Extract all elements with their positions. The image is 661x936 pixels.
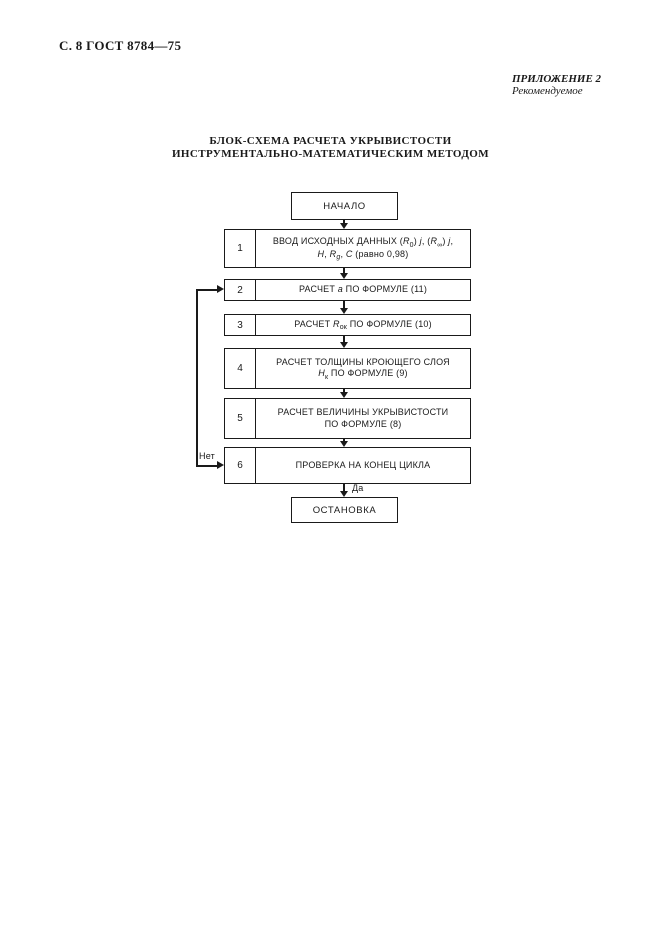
document-title: БЛОК-СХЕМА РАСЧЕТА УКРЫВИСТОСТИ ИНСТРУМЕ… <box>0 135 661 160</box>
arrow-down-icon <box>340 392 348 398</box>
connector-line <box>343 336 345 343</box>
document-title-line2: ИНСТРУМЕНТАЛЬНО-МАТЕМАТИЧЕСКИМ МЕТОДОМ <box>171 147 490 160</box>
arrow-down-icon <box>340 342 348 348</box>
connector-line <box>343 389 345 393</box>
connector-line <box>343 301 345 309</box>
flow-stop-label: ОСТАНОВКА <box>312 504 377 516</box>
flow-stop-box: ОСТАНОВКА <box>291 497 398 523</box>
arrow-down-icon <box>340 441 348 447</box>
loop-line-bottom <box>196 465 218 467</box>
appendix-subtitle: Рекомендуемое <box>512 85 583 97</box>
connector-line <box>343 220 345 224</box>
flow-start-label: НАЧАЛО <box>323 200 366 212</box>
step-number: 3 <box>225 315 256 335</box>
appendix-block: ПРИЛОЖЕНИЕ 2 Рекомендуемое <box>512 73 601 97</box>
loop-line-vertical <box>196 289 198 466</box>
arrow-down-icon <box>340 491 348 497</box>
step-number: 1 <box>225 230 256 267</box>
document-title-line1: БЛОК-СХЕМА РАСЧЕТА УКРЫВИСТОСТИ <box>209 135 452 147</box>
connector-line <box>343 484 345 492</box>
step-text: ВВОД ИСХОДНЫХ ДАННЫХ (R0) j, (R∞) j,Н, R… <box>272 236 454 261</box>
connector-line <box>343 439 345 442</box>
step-number: 2 <box>225 280 256 300</box>
appendix-title: ПРИЛОЖЕНИЕ 2 <box>512 73 602 85</box>
step-text: ПРОВЕРКА НА КОНЕЦ ЦИКЛА <box>295 459 431 470</box>
branch-label-no: Нет <box>199 451 215 461</box>
flow-step-6: 6 ПРОВЕРКА НА КОНЕЦ ЦИКЛА <box>224 447 471 484</box>
branch-label-yes: Да <box>352 483 364 493</box>
arrow-right-icon <box>217 285 224 293</box>
connector-line <box>343 267 345 274</box>
page-header-left: С. 8 ГОСТ 8784—75 <box>59 38 182 53</box>
step-number: 4 <box>225 349 256 388</box>
flow-step-3: 3 РАСЧЕТ Rок ПО ФОРМУЛЕ (10) <box>224 314 471 336</box>
loop-line-top <box>196 289 218 291</box>
arrow-down-icon <box>340 308 348 314</box>
flow-step-2: 2 РАСЧЕТ a ПО ФОРМУЛЕ (11) <box>224 279 471 301</box>
step-text: РАСЧЕТ Rок ПО ФОРМУЛЕ (10) <box>294 318 432 332</box>
flow-step-1: 1 ВВОД ИСХОДНЫХ ДАННЫХ (R0) j, (R∞) j,Н,… <box>224 229 471 268</box>
step-text: РАСЧЕТ a ПО ФОРМУЛЕ (11) <box>298 284 428 295</box>
step-number: 6 <box>225 448 256 483</box>
arrow-down-icon <box>340 273 348 279</box>
flow-start-box: НАЧАЛО <box>291 192 398 220</box>
step-number: 5 <box>225 399 256 438</box>
arrow-right-icon <box>217 461 224 469</box>
arrow-down-icon <box>340 223 348 229</box>
